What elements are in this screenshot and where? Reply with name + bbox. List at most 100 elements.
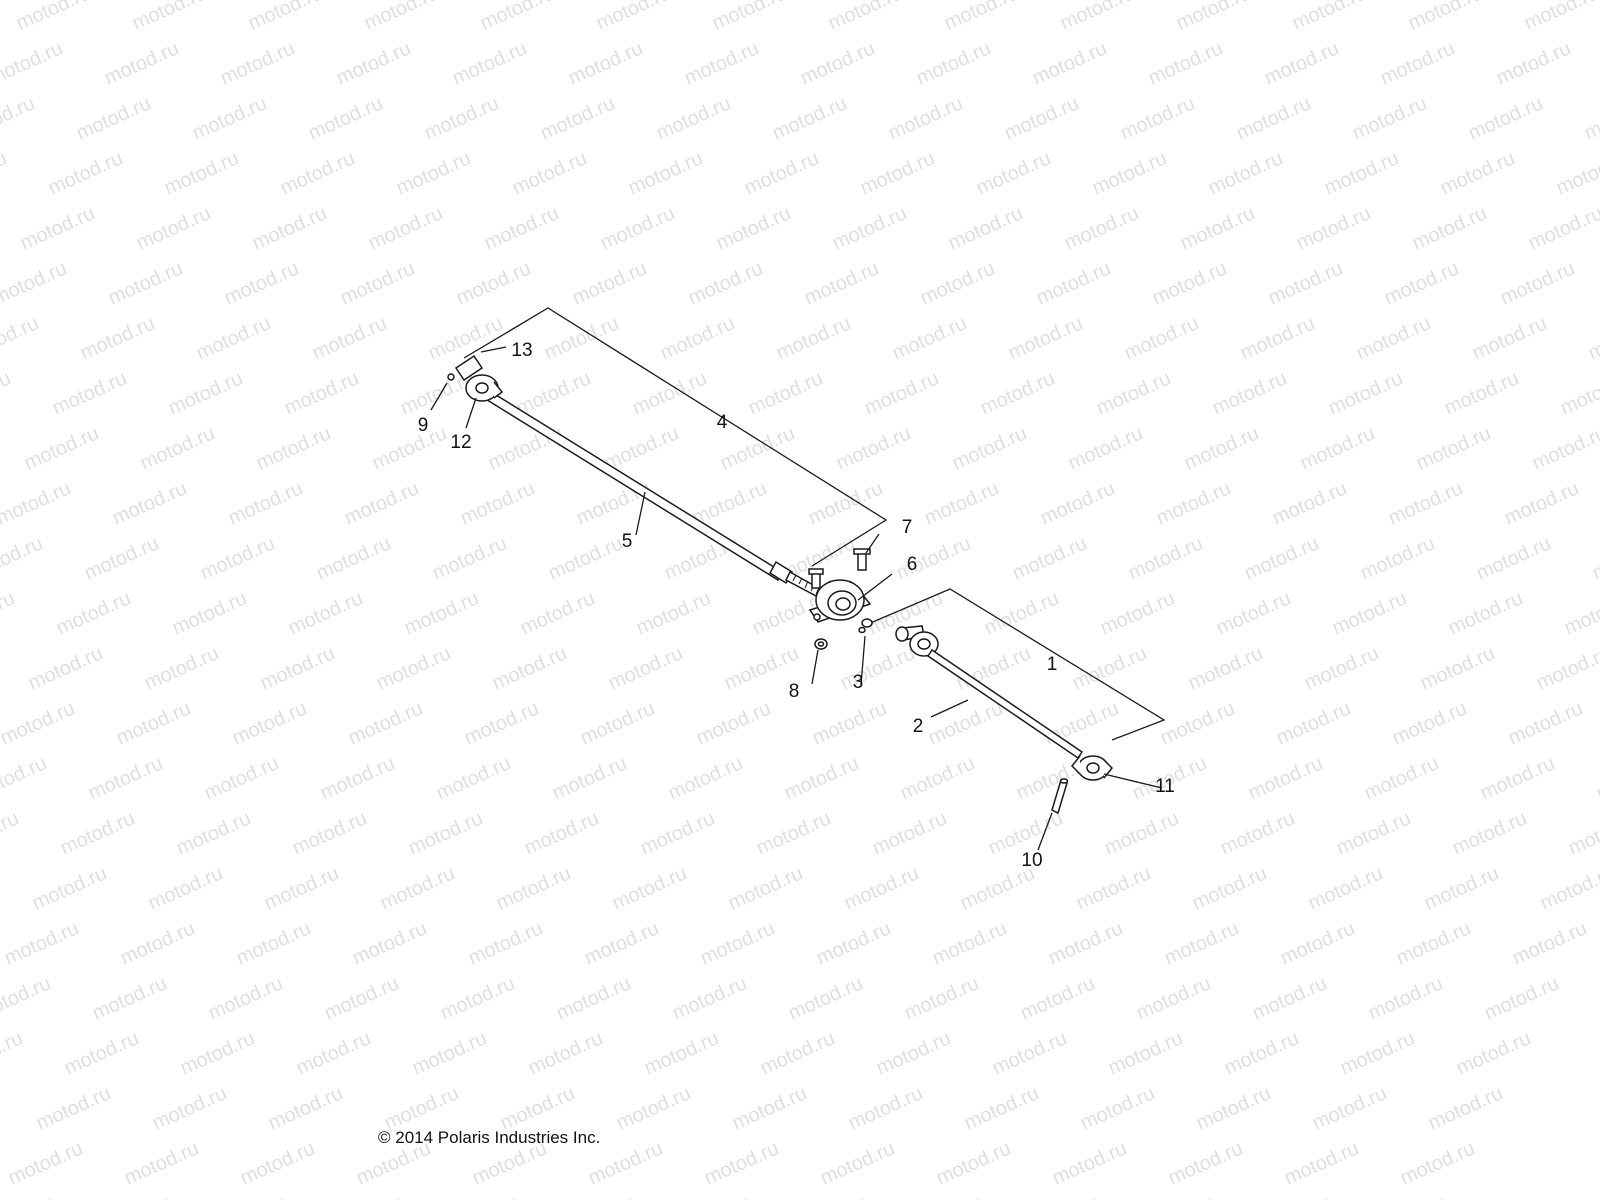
watermark-text: motod.ru [669, 972, 750, 1024]
watermark-text: motod.ru [25, 642, 106, 694]
watermark-text: motod.ru [913, 37, 994, 89]
watermark-text: motod.ru [1565, 807, 1600, 859]
front-prop-shaft [895, 625, 1114, 781]
watermark-text: motod.ru [77, 312, 158, 364]
watermark-text: motod.ru [165, 367, 246, 419]
callout-2: 2 [913, 716, 924, 737]
watermark-text: motod.ru [0, 92, 38, 144]
callout-11: 11 [1155, 776, 1175, 797]
watermark-text: motod.ru [577, 697, 658, 749]
watermark-text: motod.ru [633, 587, 714, 639]
watermark-text: motod.ru [361, 0, 442, 35]
watermark-text: motod.ru [401, 587, 482, 639]
callout-5: 5 [622, 531, 633, 552]
watermark-text: motod.ru [1185, 642, 1266, 694]
watermark-text: motod.ru [1049, 1137, 1130, 1189]
watermark-text: motod.ru [1261, 37, 1342, 89]
watermark-text: motod.ru [609, 862, 690, 914]
watermark-text: motod.ru [1405, 0, 1486, 35]
watermark-text: motod.ru [1553, 147, 1600, 199]
watermark-text: motod.ru [373, 642, 454, 694]
watermark-text: motod.ru [1557, 367, 1600, 419]
watermark-text: motod.ru [1353, 312, 1434, 364]
callout-8: 8 [789, 681, 800, 702]
watermark-text: motod.ru [313, 532, 394, 584]
watermark-text: motod.ru [1481, 972, 1562, 1024]
watermark-text: motod.ru [393, 147, 474, 199]
watermark-text: motod.ru [1365, 972, 1446, 1024]
watermark-text: motod.ru [1585, 312, 1600, 364]
callout-6: 6 [907, 554, 918, 575]
watermark-text: motod.ru [797, 37, 878, 89]
watermark-text: motod.ru [1409, 202, 1490, 254]
watermark-text: motod.ru [129, 0, 210, 35]
watermark-text: motod.ru [713, 202, 794, 254]
watermark-text: motod.ru [405, 807, 486, 859]
watermark-text: motod.ru [629, 367, 710, 419]
watermark-text: motod.ru [1145, 37, 1226, 89]
watermark-text: motod.ru [1045, 917, 1126, 969]
watermark-text: motod.ru [1073, 862, 1154, 914]
watermark-text: motod.ru [409, 1027, 490, 1079]
watermark-text: motod.ru [0, 972, 54, 1024]
watermark-text: motod.ru [1529, 422, 1600, 474]
watermark-text: motod.ru [1065, 422, 1146, 474]
watermark-text: motod.ru [973, 147, 1054, 199]
watermark-text: motod.ru [517, 587, 598, 639]
watermark-text: motod.ru [113, 697, 194, 749]
watermark-text: motod.ru [729, 1082, 810, 1134]
watermark-text: motod.ru [377, 862, 458, 914]
watermark-text: motod.ru [693, 697, 774, 749]
watermark-text: motod.ru [1249, 972, 1330, 1024]
watermark-text: motod.ru [309, 312, 390, 364]
watermark-text: motod.ru [437, 972, 518, 1024]
watermark-text: motod.ru [817, 1137, 898, 1189]
watermark-text: motod.ru [137, 422, 218, 474]
watermark-text: motod.ru [493, 862, 574, 914]
watermark-text: motod.ru [781, 752, 862, 804]
watermark-text: motod.ru [365, 202, 446, 254]
watermark-text: motod.ru [1057, 0, 1138, 35]
watermark-text: motod.ru [289, 807, 370, 859]
watermark-text: motod.ru [1445, 587, 1526, 639]
watermark-text: motod.ru [861, 367, 942, 419]
watermark-text: motod.ru [0, 697, 78, 749]
watermark-text: motod.ru [133, 202, 214, 254]
leader-lines [430, 346, 1163, 851]
watermark-text: motod.ru [1561, 587, 1600, 639]
watermark-text: motod.ru [989, 1027, 1070, 1079]
watermark-text: motod.ru [1441, 367, 1522, 419]
watermark-text: motod.ru [845, 1082, 926, 1134]
watermark-text: motod.ru [521, 807, 602, 859]
watermark-text: motod.ru [29, 862, 110, 914]
watermark-text: motod.ru [1269, 477, 1350, 529]
watermark-text: motod.ru [337, 257, 418, 309]
watermark-text: motod.ru [1537, 862, 1600, 914]
watermark-text: motod.ru [1077, 1082, 1158, 1134]
watermark-text: motod.ru [1305, 862, 1386, 914]
watermark-text: motod.ru [0, 147, 10, 199]
watermark-text: motod.ru [541, 312, 622, 364]
watermark-text: motod.ru [801, 257, 882, 309]
watermark-text: motod.ru [1289, 0, 1370, 35]
watermark-text: motod.ru [1497, 257, 1578, 309]
watermark-text: motod.ru [1581, 92, 1600, 144]
watermark-text: motod.ru [53, 587, 134, 639]
watermark-text: motod.ru [1369, 1192, 1450, 1200]
watermark-text: motod.ru [1437, 147, 1518, 199]
watermark-text: motod.ru [701, 1137, 782, 1189]
watermark-text: motod.ru [581, 917, 662, 969]
watermark-text: motod.ru [1361, 752, 1442, 804]
watermark-text: motod.ru [0, 477, 74, 529]
watermark-text: motod.ru [945, 202, 1026, 254]
watermark-text: motod.ru [89, 972, 170, 1024]
watermark-text: motod.ru [1209, 367, 1290, 419]
watermark-text: motod.ru [1149, 257, 1230, 309]
callout-9: 9 [418, 415, 429, 436]
watermark-text: motod.ru [305, 92, 386, 144]
watermark-text: motod.ru [745, 367, 826, 419]
washer-3 [858, 626, 866, 634]
watermark-text: motod.ru [917, 257, 998, 309]
watermark-text: motod.ru [1213, 587, 1294, 639]
watermark-text: motod.ru [1001, 92, 1082, 144]
